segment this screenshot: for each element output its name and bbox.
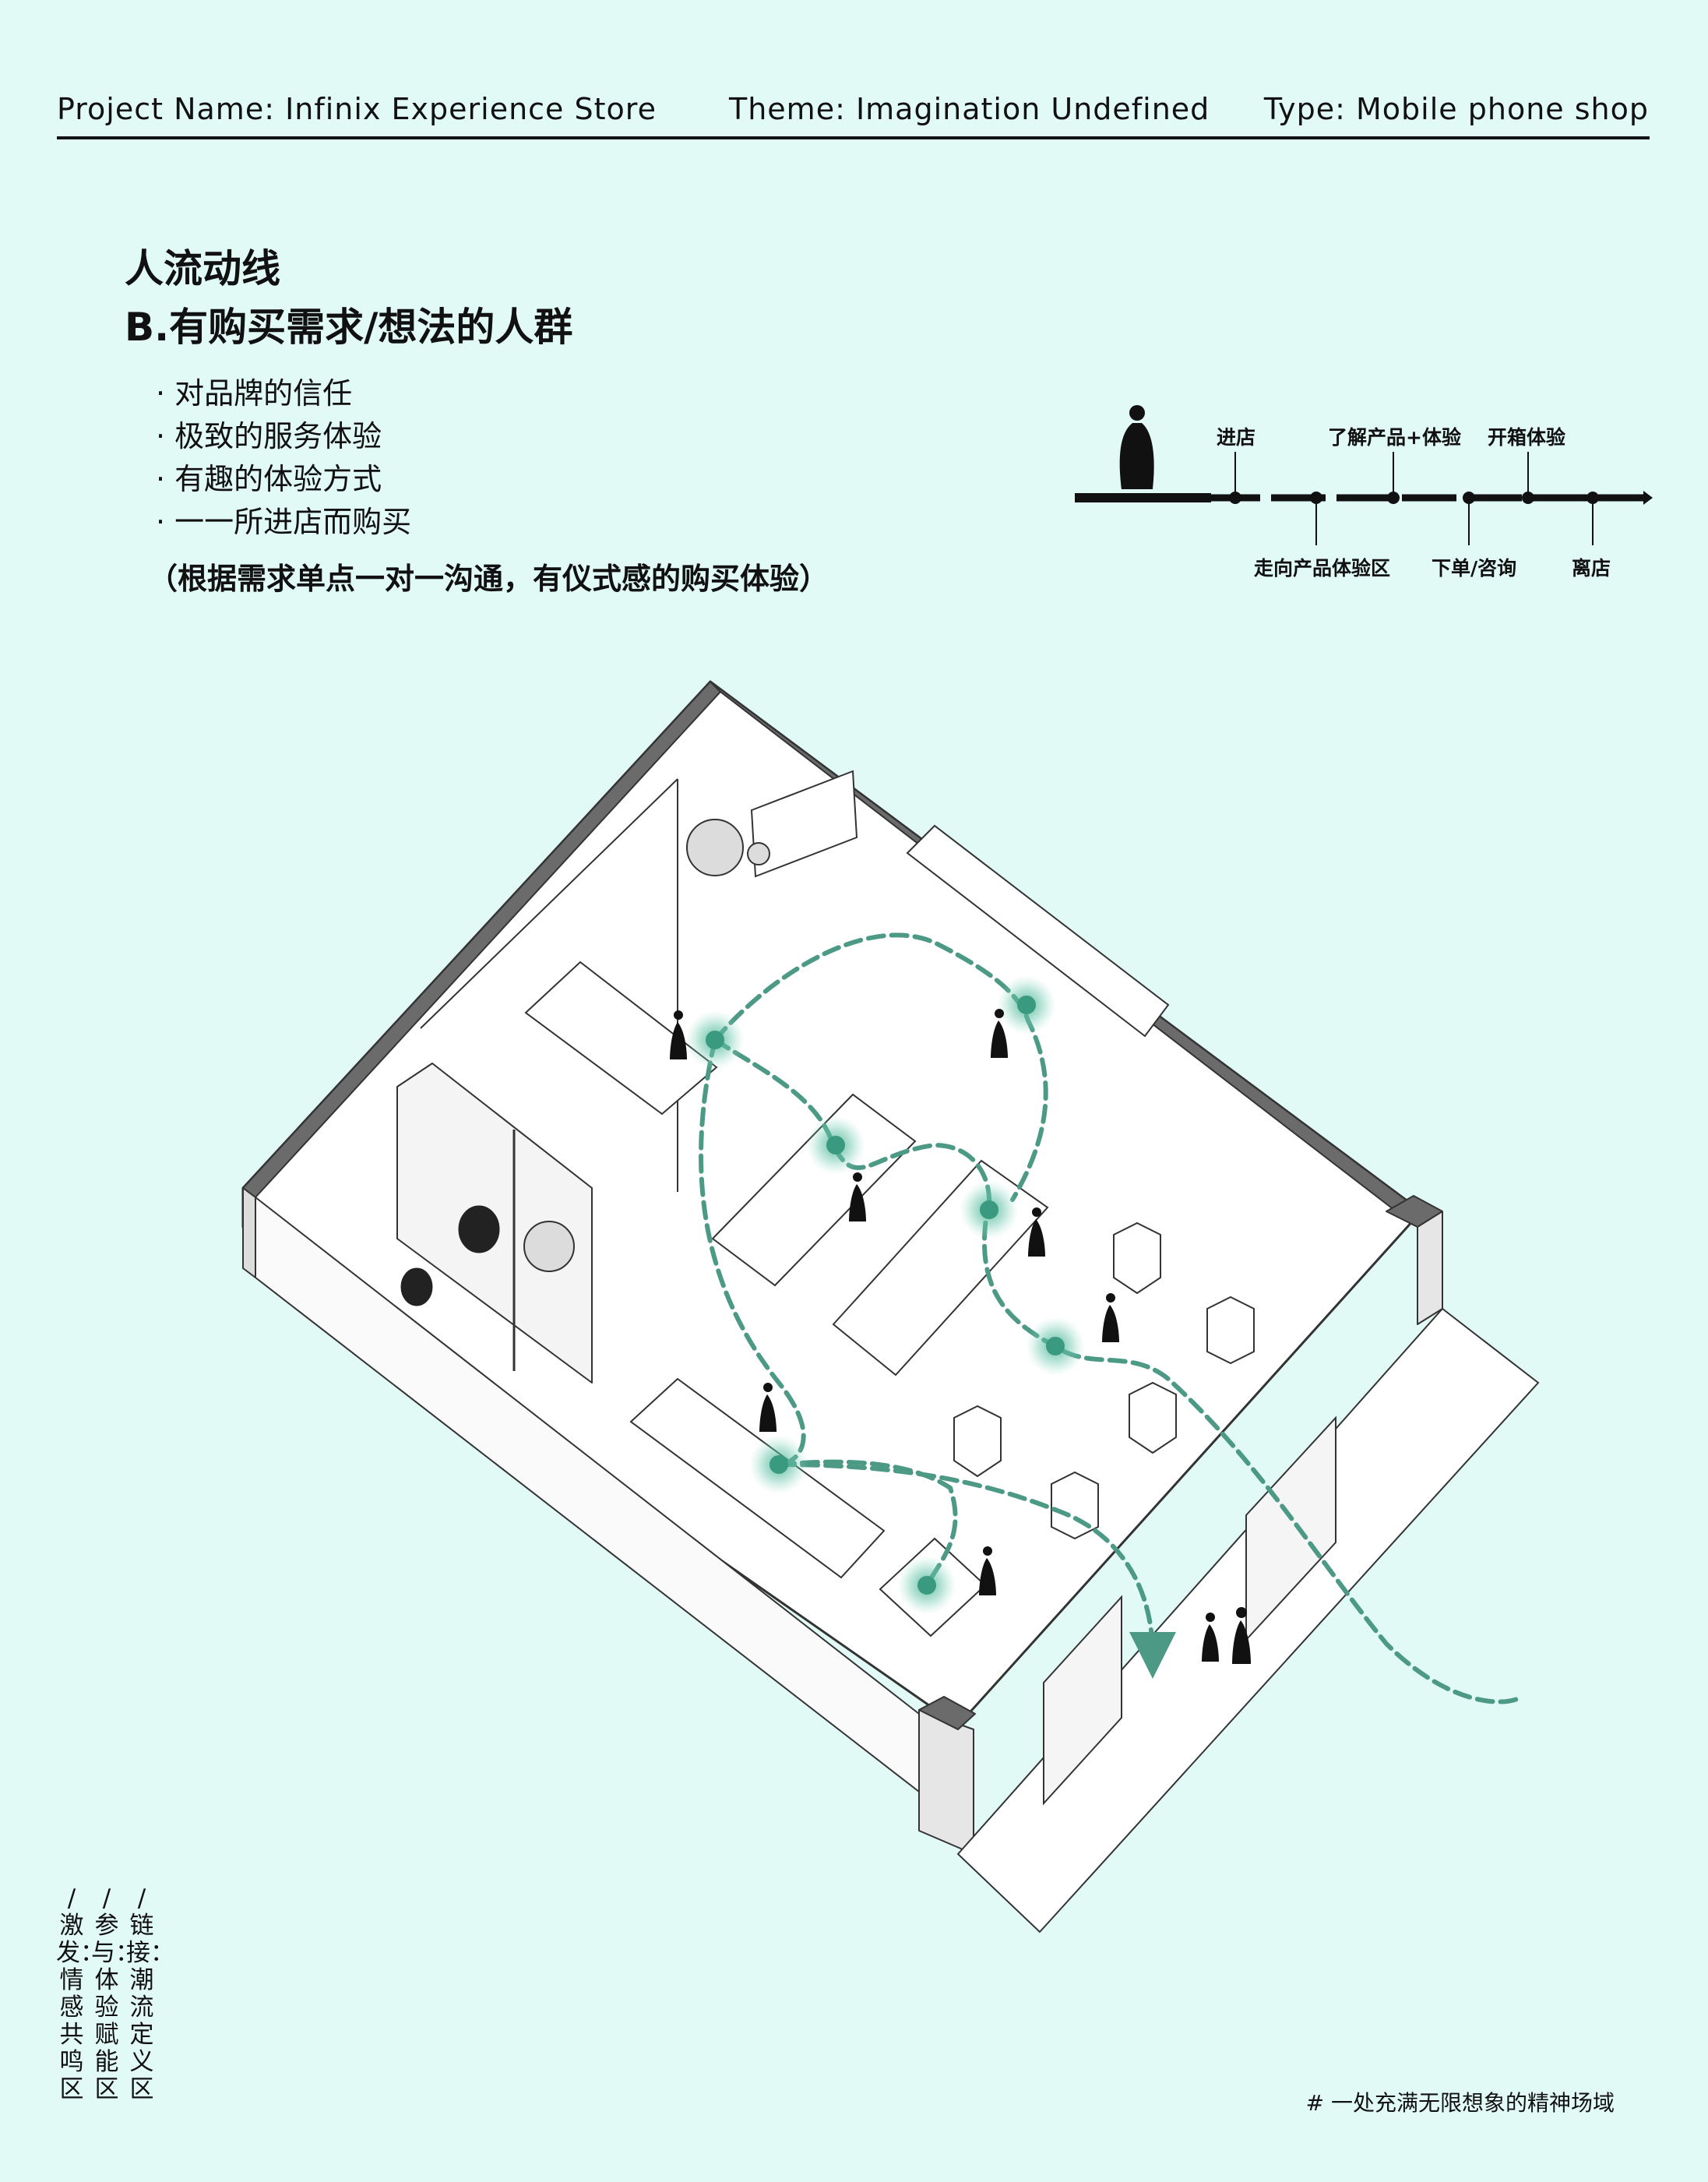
office-chair: [400, 1205, 500, 1306]
bullet-item: · 极致的服务体验: [156, 419, 382, 453]
section-title: 人流动线: [125, 246, 280, 291]
timeline-label-enter: 进店: [1217, 426, 1256, 449]
footer-tagline: # 一处充满无限想象的精神场域: [1305, 2090, 1615, 2116]
cube-stands: [953, 1221, 1255, 1540]
timeline-label-walk: 走向产品体验区: [1254, 557, 1391, 580]
project-name: Project Name: Infinix Experience Store: [57, 92, 657, 126]
bullet-item: · 有趣的体验方式: [156, 462, 382, 496]
side-label-connect: /链接：潮流定义区: [126, 1884, 174, 2103]
person-figures: [670, 1009, 1251, 1664]
purchase-note: （根据需求单点一对一沟通，有仪式感的购买体验）: [148, 562, 829, 596]
side-label-participate: /参与：体验赋能区: [91, 1884, 139, 2103]
project-type: Type: Mobile phone shop: [1263, 92, 1649, 126]
wall-shelves: [750, 770, 1170, 1038]
entrance-ramp: [956, 1307, 1540, 1933]
timeline-label-unbox: 开箱体验: [1488, 426, 1566, 449]
bullet-item: · 对品牌的信任: [156, 376, 353, 411]
bullet-item: · 一一所进店而购买: [156, 505, 412, 539]
flow-timeline: [1075, 405, 1653, 545]
section-subtitle: B.有购买需求/想法的人群: [125, 305, 573, 350]
timeline-label-order: 下单/咨询: [1432, 557, 1517, 580]
engagement-nodes: [685, 975, 1085, 1615]
side-label-inspire: /激发：情感共鸣区: [56, 1884, 104, 2103]
globe-decoration: [523, 819, 770, 1272]
timeline-label-learn: 了解产品+体验: [1328, 426, 1461, 449]
timeline-label-leave: 离店: [1572, 557, 1611, 580]
project-theme: Theme: Imagination Undefined: [729, 92, 1210, 126]
header-rule: [57, 136, 1650, 139]
